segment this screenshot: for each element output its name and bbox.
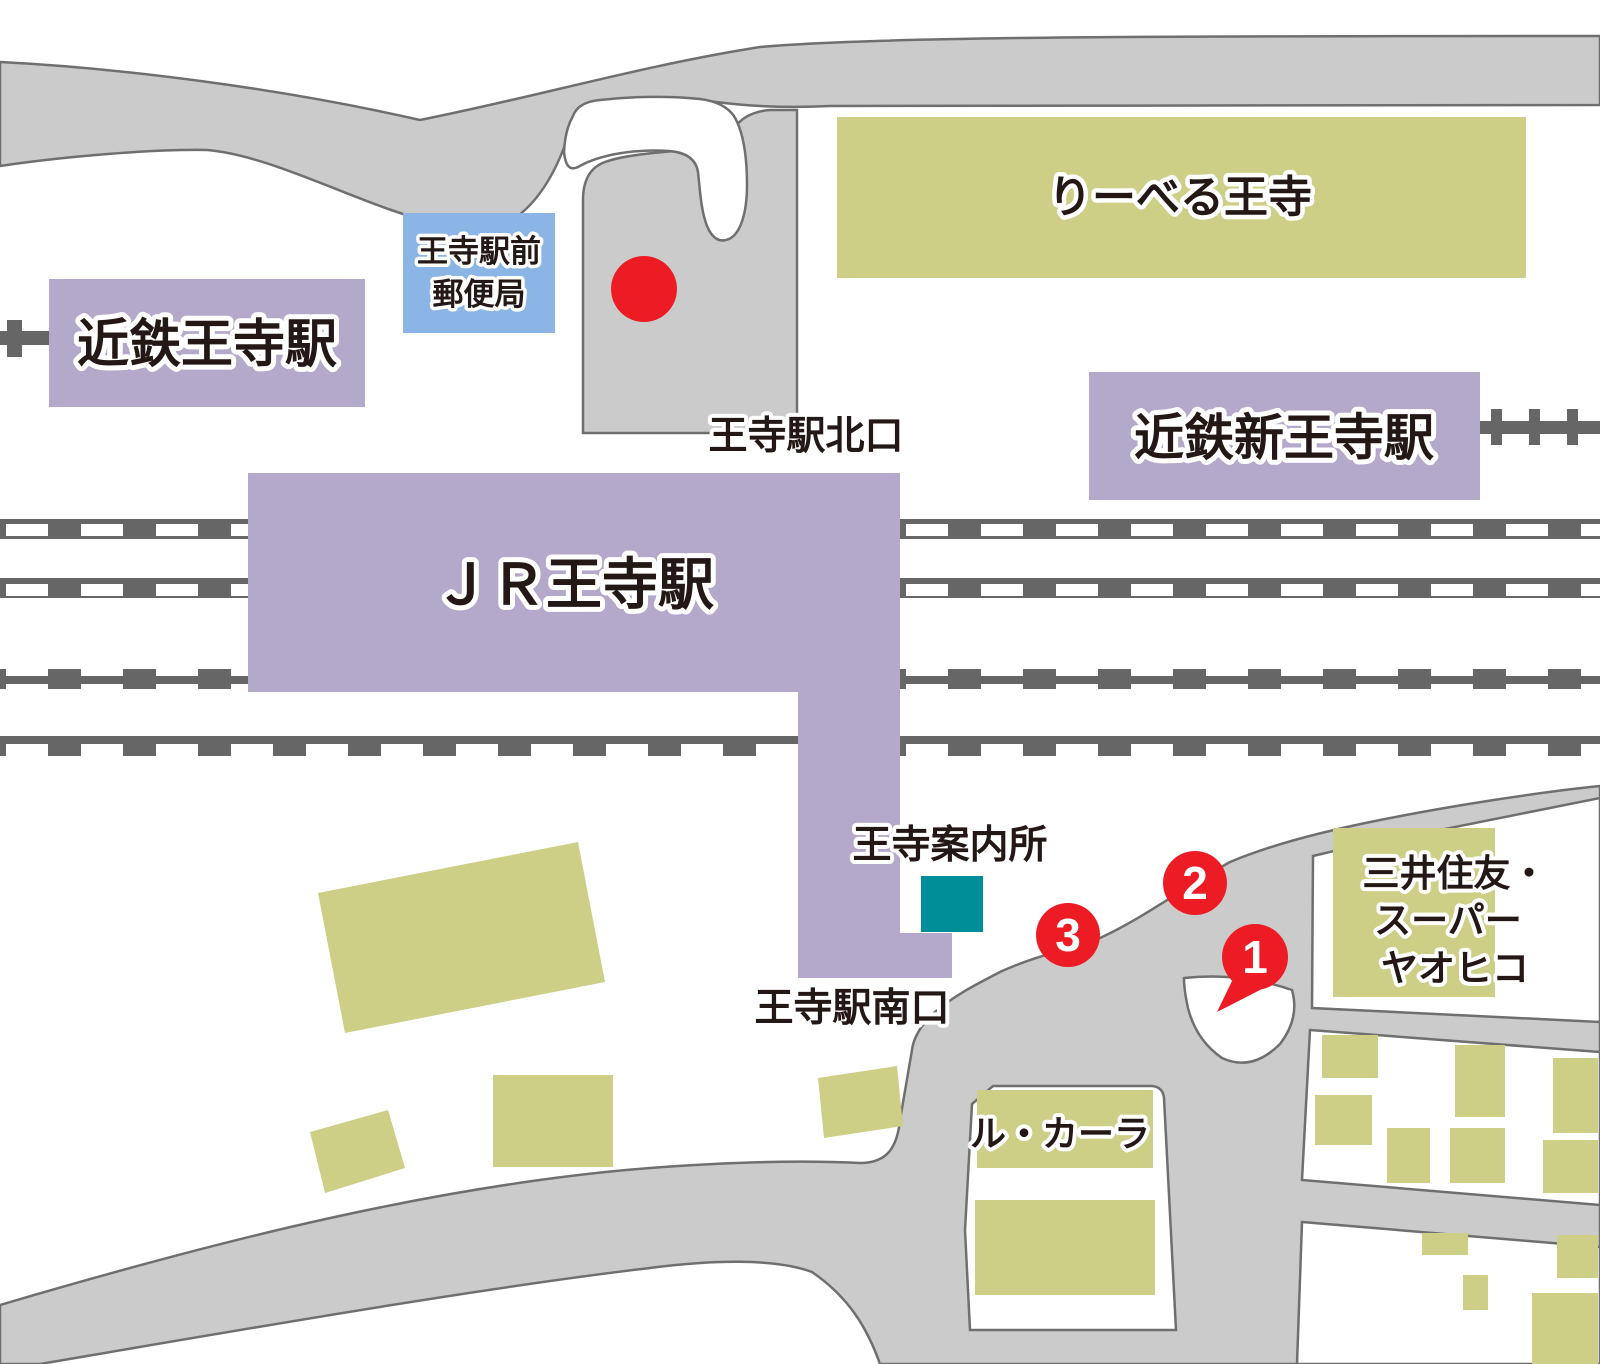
label-riberu-oji: りーべる王寺 bbox=[1048, 173, 1312, 222]
building-le-cara-south bbox=[975, 1200, 1155, 1295]
building-riberu-oji bbox=[837, 117, 1526, 278]
map-labels: 近鉄王寺駅 ＪＲ王寺駅 近鉄新王寺駅 りーべる王寺 王寺駅前 郵便局 王寺駅北口… bbox=[72, 169, 1552, 1159]
label-jr-oji: ＪＲ王寺駅 bbox=[434, 553, 714, 616]
post-office-box bbox=[403, 213, 555, 333]
label-north-exit: 王寺駅北口 bbox=[708, 415, 903, 458]
poi-markers: 1 2 3 bbox=[611, 256, 1288, 1012]
marker-2: 2 bbox=[1163, 851, 1227, 915]
building-east-d bbox=[1455, 1045, 1505, 1117]
block-east-lower bbox=[1295, 1220, 1600, 1364]
station-kintetsu-oji bbox=[49, 279, 365, 407]
marker-1-pin: 1 bbox=[1217, 924, 1288, 1012]
label-yaohiko-line2: スーパー bbox=[1374, 900, 1522, 941]
south-road-network bbox=[0, 784, 1600, 1364]
label-post-office-line1: 王寺駅前 bbox=[417, 234, 541, 269]
label-info-center: 王寺案内所 bbox=[852, 824, 1047, 867]
label-kintetsu-oji: 近鉄王寺駅 bbox=[77, 316, 337, 374]
marker-2-number: 2 bbox=[1182, 857, 1208, 909]
building-east-g bbox=[1543, 1140, 1598, 1193]
marker-1-number: 1 bbox=[1242, 931, 1268, 983]
stations bbox=[49, 279, 1480, 978]
building-east-c bbox=[1387, 1128, 1430, 1183]
label-yaohiko-line1: 三井住友・ bbox=[1363, 853, 1548, 894]
marker-2-circle bbox=[1163, 851, 1227, 915]
building-east-k bbox=[1557, 1235, 1598, 1278]
building-east-i bbox=[1463, 1275, 1488, 1310]
building-east-j bbox=[1532, 1293, 1598, 1364]
building-large-southwest bbox=[318, 842, 605, 1033]
buildings-green bbox=[310, 117, 1598, 1364]
building-small-southwest bbox=[310, 1110, 405, 1193]
building-near-rotary bbox=[818, 1066, 903, 1138]
marker-3-number: 3 bbox=[1055, 909, 1081, 961]
label-kintetsu-shin-oji: 近鉄新王寺駅 bbox=[1134, 410, 1434, 466]
building-east-f bbox=[1553, 1058, 1598, 1133]
station-kintetsu-shin-oji bbox=[1089, 372, 1480, 500]
kintetsu-rail-west-icon bbox=[0, 320, 50, 357]
label-le-cara: ル・カーラ bbox=[970, 1113, 1150, 1154]
building-east-e bbox=[1450, 1128, 1505, 1183]
label-south-exit: 王寺駅南口 bbox=[754, 987, 949, 1030]
kintetsu-rail-east-icon bbox=[1480, 409, 1600, 445]
info-center-square bbox=[921, 876, 983, 932]
building-le-cara bbox=[977, 1090, 1153, 1168]
north-road bbox=[0, 34, 1600, 232]
building-yaohiko bbox=[1333, 828, 1495, 997]
station-jr-oji bbox=[248, 473, 952, 978]
building-east-h bbox=[1422, 1233, 1468, 1255]
building-mid-southwest bbox=[493, 1075, 613, 1167]
marker-3-circle bbox=[1036, 903, 1100, 967]
building-east-b bbox=[1315, 1095, 1372, 1145]
building-east-a bbox=[1322, 1035, 1378, 1078]
marker-3: 3 bbox=[1036, 903, 1100, 967]
label-post-office-line2: 郵便局 bbox=[433, 277, 526, 312]
label-yaohiko-line3: ヤオヒコ bbox=[1381, 948, 1529, 989]
meeting-point-dot bbox=[611, 256, 677, 322]
marker-1-circle bbox=[1222, 924, 1288, 990]
road-notch bbox=[562, 95, 749, 242]
